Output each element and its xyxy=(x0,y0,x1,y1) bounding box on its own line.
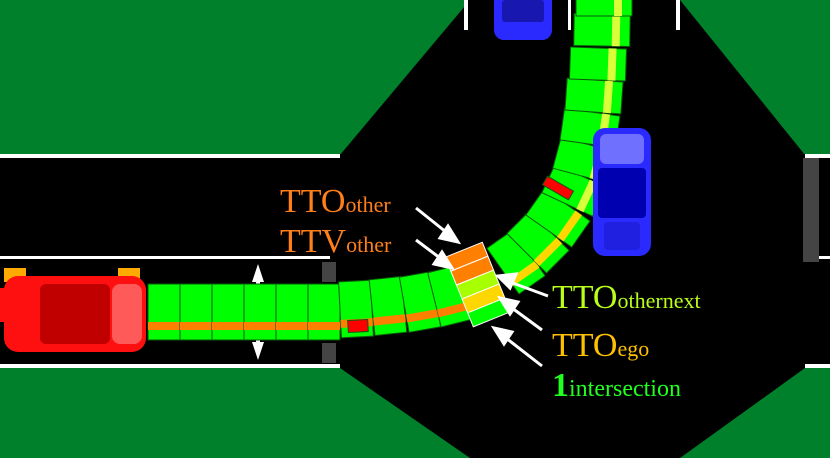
other-car-blue-top xyxy=(494,0,552,40)
label-tto-other-next: TTOothernext xyxy=(552,279,701,316)
arrow-intersection xyxy=(505,336,543,368)
arrow-tto-other-next xyxy=(509,280,549,298)
grid-cell xyxy=(211,283,245,341)
grid-cell xyxy=(506,210,570,274)
label-ttv-other: TTVother xyxy=(280,223,392,260)
grid-cell xyxy=(541,175,575,201)
grid-cell xyxy=(147,283,181,341)
grid-cell xyxy=(575,0,633,17)
grid-cell xyxy=(573,13,631,47)
grid-cell xyxy=(398,271,442,333)
arrow-tto-other xyxy=(415,206,447,234)
annotation-labels: TTOother TTVother TTOothernext TTOego 1i… xyxy=(280,183,701,404)
other-car-blue-right xyxy=(593,128,651,256)
grid-cell xyxy=(307,283,341,341)
label-tto-ego: TTOego xyxy=(552,327,649,364)
stop-bars xyxy=(322,158,819,363)
label-tto-other: TTOother xyxy=(280,183,391,220)
grid-cell xyxy=(179,283,213,341)
grid-cell xyxy=(568,46,628,82)
highlighted-cells xyxy=(444,241,512,328)
ego-car-red xyxy=(0,268,146,352)
label-intersection: 1intersection xyxy=(552,367,681,404)
grid-cell xyxy=(347,318,369,334)
grid-cell xyxy=(275,283,309,341)
grid-cell xyxy=(243,283,277,341)
arrow-ttv-other xyxy=(415,238,441,260)
annotation-arrows xyxy=(415,206,549,368)
grid-cell xyxy=(525,188,591,248)
grid-cell xyxy=(368,275,408,337)
grid-cell xyxy=(564,77,624,115)
arrow-tto-ego xyxy=(511,306,543,332)
